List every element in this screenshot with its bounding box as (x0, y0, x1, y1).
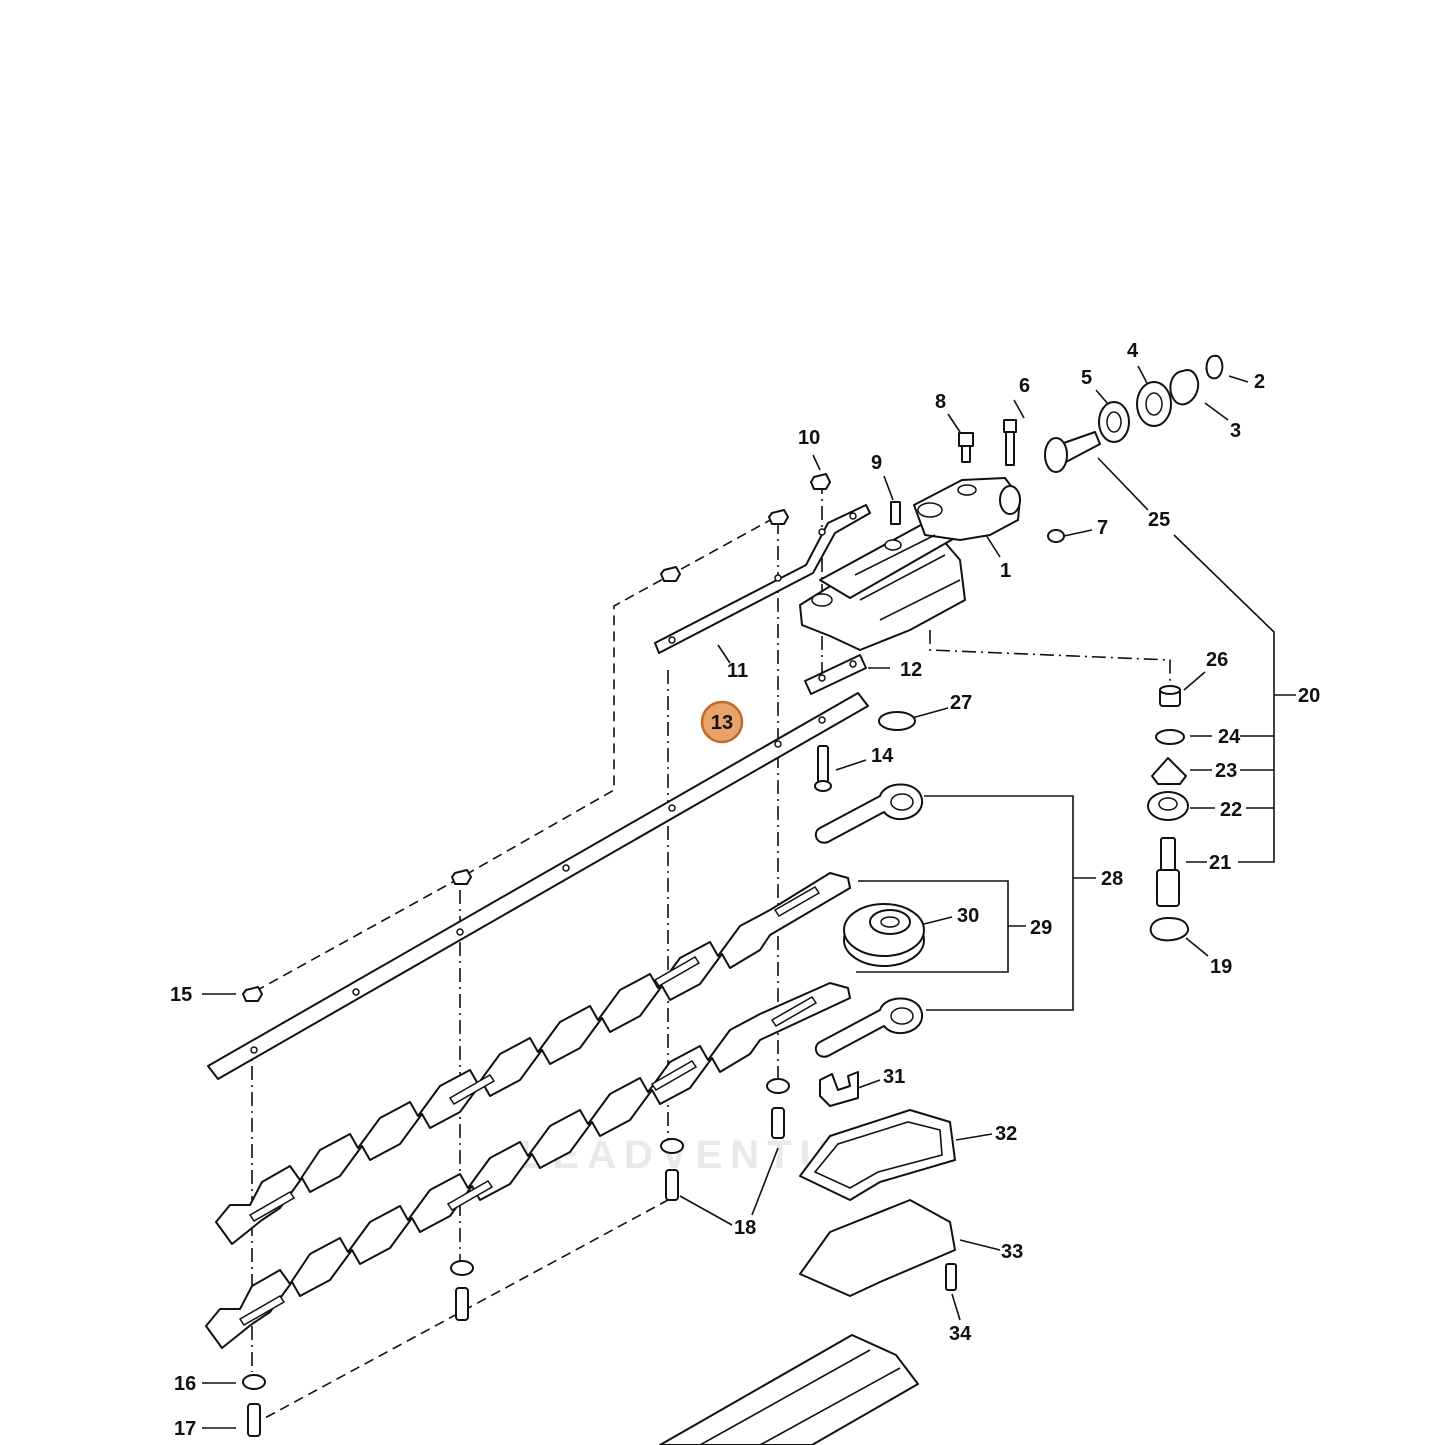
circlip-part-24 (1155, 729, 1185, 745)
bevel-gear-part-23 (1151, 757, 1187, 785)
callout-17[interactable]: 17 (174, 1418, 196, 1440)
leader-lines (202, 365, 1296, 1429)
washer-part-7 (1047, 529, 1065, 543)
callout-33[interactable]: 33 (1001, 1241, 1023, 1263)
plate-part-11 (654, 504, 871, 654)
callout-9[interactable]: 9 (871, 452, 882, 474)
callout-29[interactable]: 29 (1030, 917, 1052, 939)
grease-nipple-part-9 (890, 501, 901, 525)
callout-25[interactable]: 25 (1148, 509, 1170, 531)
washer-part-16 (242, 1078, 790, 1390)
callout-24[interactable]: 24 (1218, 726, 1241, 748)
callout-13-highlight[interactable]: 13 (700, 700, 744, 744)
callout-28[interactable]: 28 (1101, 868, 1123, 890)
callout-22[interactable]: 22 (1220, 799, 1242, 821)
callout-1[interactable]: 1 (1000, 560, 1011, 582)
callout-13: 13 (711, 712, 733, 734)
callout-11[interactable]: 11 (727, 660, 748, 682)
callout-31[interactable]: 31 (883, 1066, 905, 1088)
callout-27[interactable]: 27 (950, 692, 972, 714)
screw-part-14 (814, 745, 832, 792)
callout-7[interactable]: 7 (1097, 517, 1108, 539)
ball-bearing-part-4 (1136, 381, 1172, 427)
callout-30[interactable]: 30 (957, 905, 979, 927)
circlip-part-2 (1205, 354, 1224, 380)
callout-18[interactable]: 18 (734, 1217, 756, 1239)
callout-10[interactable]: 10 (798, 427, 820, 449)
connecting-rod-part-28 (814, 783, 924, 1058)
screw-part-17 (247, 1287, 469, 1437)
screw-part-34 (945, 1263, 957, 1291)
spacer-part-31 (819, 1071, 859, 1107)
shaft-part-21 (1156, 837, 1180, 907)
callout-labels: 1 2 3 4 5 6 7 8 9 10 11 12 14 15 16 17 1… (170, 340, 1320, 1440)
ball-bearing-part-22 (1147, 791, 1189, 821)
callout-3[interactable]: 3 (1230, 420, 1241, 442)
washer-part-27 (878, 711, 916, 731)
callout-26[interactable]: 26 (1206, 649, 1228, 671)
gear-wheel-part-30 (843, 903, 925, 967)
callout-21[interactable]: 21 (1209, 852, 1231, 874)
ball-bearing-part-5 (1098, 401, 1130, 443)
callout-20[interactable]: 20 (1298, 685, 1320, 707)
callout-6[interactable]: 6 (1019, 375, 1030, 397)
circlip-part-3 (1169, 369, 1200, 406)
blade-guard (659, 1334, 919, 1445)
bevel-gear-part-25 (1044, 431, 1101, 473)
callout-12[interactable]: 12 (900, 659, 922, 681)
callout-32[interactable]: 32 (995, 1123, 1017, 1145)
nut-part-15 (242, 509, 789, 1002)
screw-part-18 (665, 1107, 785, 1201)
callout-16[interactable]: 16 (174, 1373, 196, 1395)
circlip-part-19 (1149, 917, 1190, 942)
callout-14[interactable]: 14 (871, 745, 894, 767)
guide-bar-part-13 (207, 692, 869, 1080)
callout-4[interactable]: 4 (1127, 340, 1139, 362)
gasket-part-32 (799, 1109, 956, 1201)
screw-part-6 (1003, 419, 1017, 466)
sleeve-part-26 (1159, 685, 1181, 707)
callout-15[interactable]: 15 (170, 984, 192, 1006)
callout-8[interactable]: 8 (935, 391, 946, 413)
cover-plate-part-33 (799, 1199, 956, 1297)
callout-2[interactable]: 2 (1254, 371, 1265, 393)
gear-housing-part-1 (799, 477, 1021, 651)
callout-5[interactable]: 5 (1081, 367, 1092, 389)
screw-part-8 (958, 432, 974, 463)
highlight-circle (700, 700, 744, 744)
callout-23[interactable]: 23 (1215, 760, 1237, 782)
nut-part-10 (810, 473, 831, 490)
plate-part-12 (804, 654, 867, 695)
callout-19[interactable]: 19 (1210, 956, 1232, 978)
callout-34[interactable]: 34 (949, 1323, 972, 1345)
cutter-blade-part-29 (205, 872, 851, 1349)
